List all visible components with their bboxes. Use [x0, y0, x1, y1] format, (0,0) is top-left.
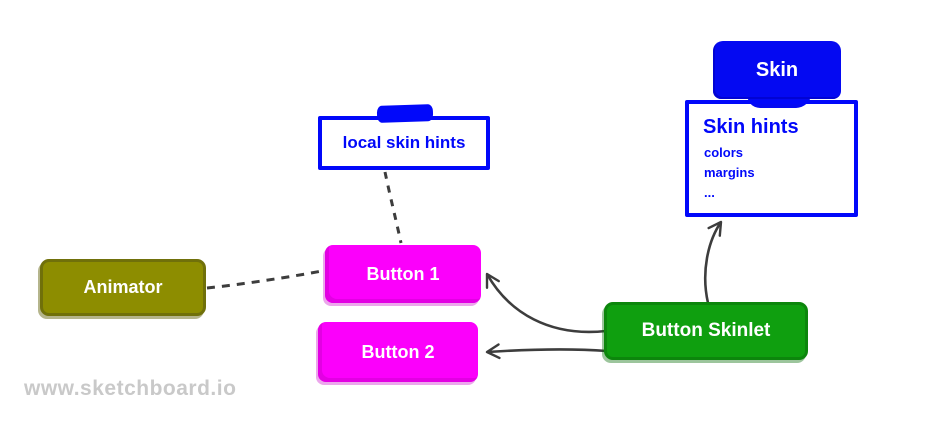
node-button-1[interactable]: Button 1	[325, 245, 481, 303]
skin-label: Skin	[755, 58, 799, 81]
button1-label: Button 1	[366, 263, 440, 284]
connector-skinlet-button1[interactable]	[485, 272, 607, 334]
local-skin-hints-label: local skin hints	[342, 133, 466, 152]
connector-skinlet-button2[interactable]	[485, 343, 608, 360]
node-animator[interactable]: Animator	[40, 259, 206, 316]
connector-skinlet-skin-hints[interactable]	[703, 220, 723, 304]
animator-label: Animator	[83, 277, 163, 297]
button-skinlet-label: Button Skinlet	[641, 320, 771, 341]
node-skin-hints[interactable]: Skin hints colors margins ...	[685, 100, 858, 217]
skin-hints-item: ...	[704, 185, 715, 200]
node-skin[interactable]: Skin	[713, 41, 841, 99]
button2-label: Button 2	[361, 341, 435, 362]
node-button-skinlet[interactable]: Button Skinlet	[604, 302, 808, 360]
skin-hints-item: colors	[704, 145, 744, 160]
node-local-skin-hints[interactable]: local skin hints	[318, 116, 490, 170]
connector-animator-button1[interactable]	[206, 269, 323, 290]
connector-local-hints-button1[interactable]	[383, 171, 403, 244]
skin-hints-item: margins	[704, 165, 755, 180]
sketchboard-watermark: www.sketchboard.io	[24, 377, 237, 400]
skin-hints-title: Skin hints	[703, 116, 799, 138]
node-button-2[interactable]: Button 2	[318, 322, 478, 382]
